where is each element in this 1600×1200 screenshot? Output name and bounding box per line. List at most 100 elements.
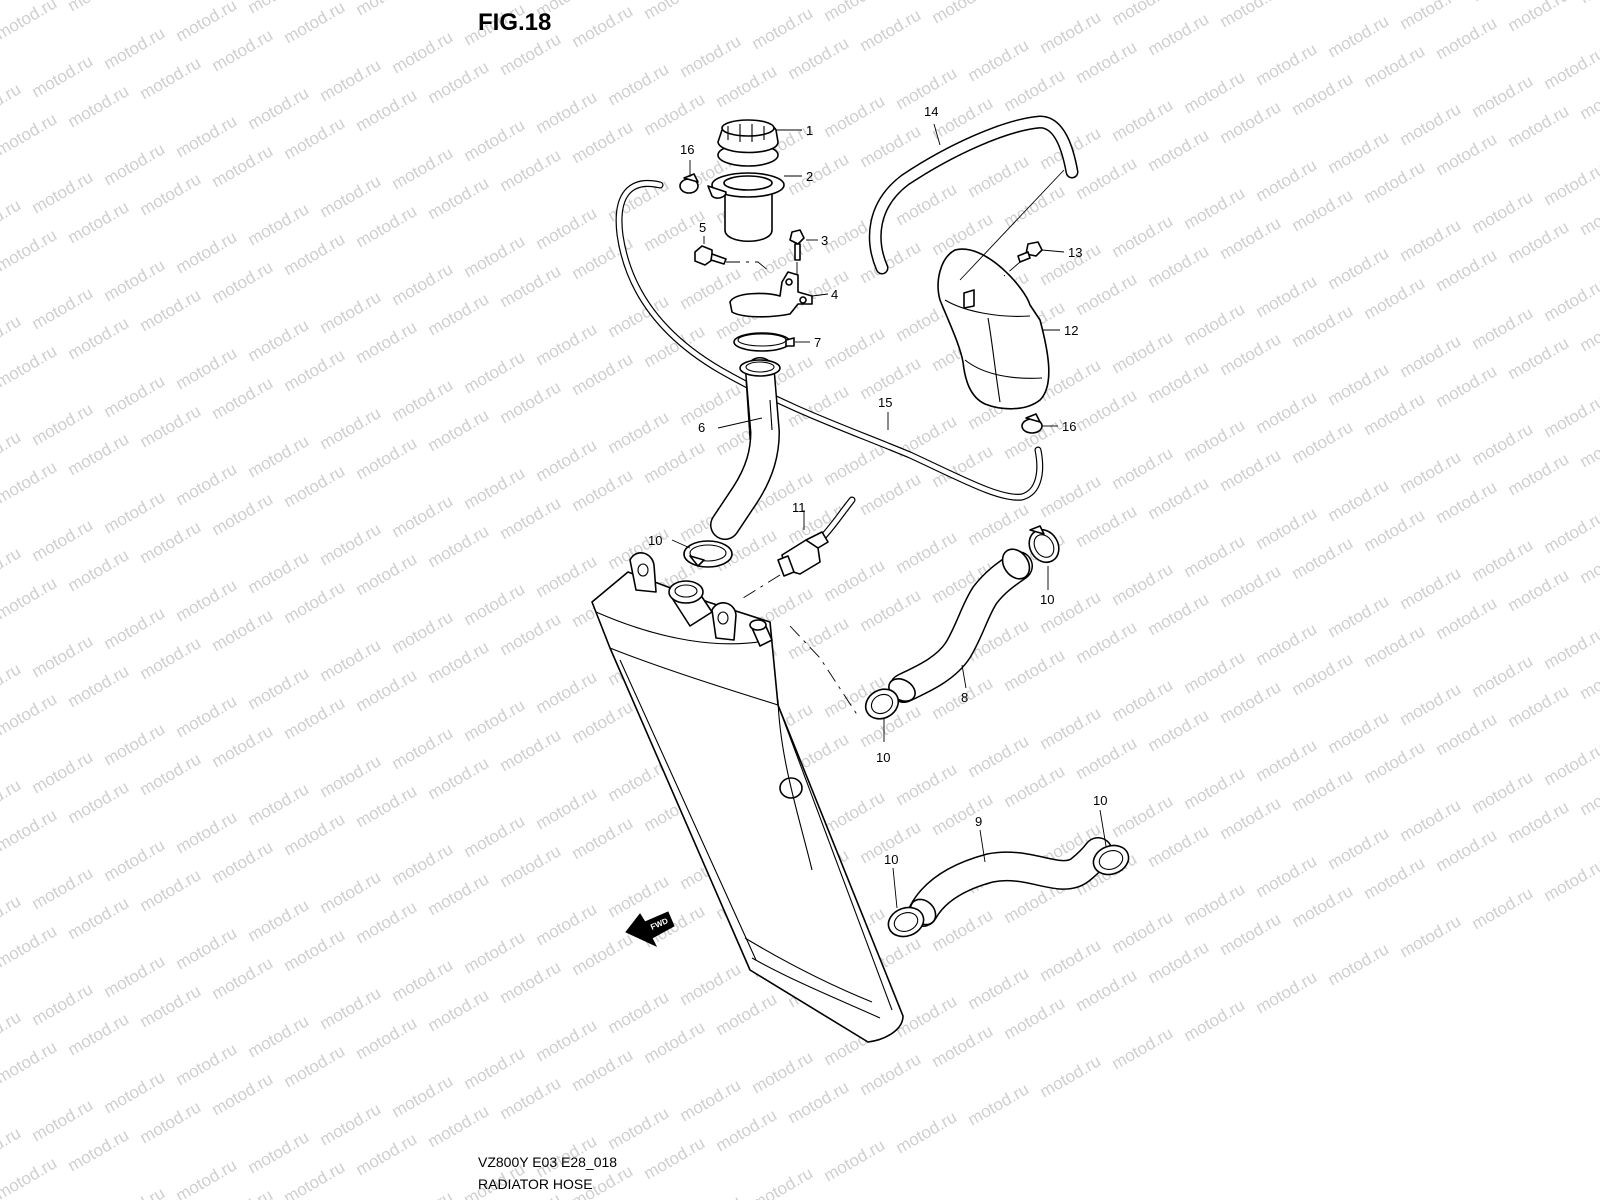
watermark-text: motod.ru — [1217, 909, 1285, 959]
watermark-text: motod.ru — [1433, 129, 1501, 179]
watermark-text: motod.ru — [173, 0, 241, 45]
watermark-text: motod.ru — [1073, 153, 1141, 203]
part-9-hose — [908, 837, 1113, 927]
watermark-text: motod.ru — [821, 439, 889, 489]
watermark-text: motod.ru — [857, 585, 925, 635]
watermark-text: motod.ru — [1577, 73, 1600, 123]
watermark-text: motod.ru — [425, 1101, 493, 1151]
watermark-text: motod.ru — [1145, 821, 1213, 871]
watermark-text: motod.ru — [1001, 645, 1069, 695]
watermark-text: motod.ru — [785, 1077, 853, 1127]
watermark-text: motod.ru — [317, 751, 385, 801]
watermark-text: motod.ru — [281, 925, 349, 975]
watermark-text: motod.ru — [893, 759, 961, 809]
part-2-filler-neck — [707, 172, 785, 242]
watermark-text: motod.ru — [1037, 471, 1105, 521]
watermark-text: motod.ru — [137, 1097, 205, 1147]
watermark-text: motod.ru — [281, 809, 349, 859]
watermark-text: motod.ru — [425, 985, 493, 1035]
callout-16-lower: 16 — [1062, 419, 1076, 434]
watermark-text: motod.ru — [1541, 855, 1600, 905]
watermark-text: motod.ru — [1001, 993, 1069, 1043]
watermark-text: motod.ru — [317, 55, 385, 105]
watermark-text: motod.ru — [0, 1037, 60, 1087]
watermark-text: motod.ru — [1109, 559, 1177, 609]
watermark-text: motod.ru — [497, 493, 565, 543]
watermark-text: motod.ru — [101, 719, 169, 769]
watermark-text: motod.ru — [1253, 39, 1321, 89]
watermark-text: motod.ru — [353, 781, 421, 831]
callout-3: 3 — [821, 233, 828, 248]
watermark-text: motod.ru — [1505, 101, 1573, 151]
watermark-text: motod.ru — [1109, 443, 1177, 493]
watermark-text: motod.ru — [1181, 415, 1249, 465]
watermark-text: motod.ru — [1325, 707, 1393, 757]
watermark-text: motod.ru — [353, 1129, 421, 1179]
watermark-text: motod.ru — [209, 25, 277, 75]
watermark-text: motod.ru — [1289, 649, 1357, 699]
watermark-text: motod.ru — [605, 59, 673, 109]
watermark-text: motod.ru — [1001, 181, 1069, 231]
watermark-text: motod.ru — [101, 487, 169, 537]
watermark-text: motod.ru — [1433, 709, 1501, 759]
watermark-text: motod.ru — [137, 633, 205, 683]
watermark-text: motod.ru — [425, 289, 493, 339]
callout-12: 12 — [1064, 323, 1078, 338]
watermark-text: motod.ru — [1505, 217, 1573, 267]
watermark-text: motod.ru — [569, 117, 637, 167]
watermark-text: motod.ru — [137, 285, 205, 335]
watermark-text: motod.ru — [1361, 737, 1429, 787]
watermark-text: motod.ru — [353, 201, 421, 251]
watermark-text: motod.ru — [1469, 71, 1537, 121]
watermark-text: motod.ru — [1073, 269, 1141, 319]
watermark-text: motod.ru — [1325, 127, 1393, 177]
watermark-text: motod.ru — [209, 721, 277, 771]
watermark-text: motod.ru — [101, 1067, 169, 1117]
watermark-text: motod.ru — [893, 1107, 961, 1157]
watermark-text: motod.ru — [29, 283, 97, 333]
watermark-text: motod.ru — [1325, 591, 1393, 641]
watermark-text: motod.ru — [0, 1123, 24, 1173]
watermark-text: motod.ru — [209, 257, 277, 307]
watermark-text: motod.ru — [929, 789, 997, 839]
watermark-text: motod.ru — [389, 375, 457, 425]
watermark-text: motod.ru — [0, 109, 60, 159]
watermark-text: motod.ru — [209, 1069, 277, 1119]
watermark-text: motod.ru — [1289, 301, 1357, 351]
watermark-text: motod.ru — [1289, 69, 1357, 119]
drawing-caption: RADIATOR HOSE — [478, 1176, 593, 1192]
watermark-text: motod.ru — [1541, 391, 1600, 441]
watermark-text: motod.ru — [1289, 881, 1357, 931]
watermark-text: motod.ru — [101, 835, 169, 885]
watermark-text: motod.ru — [1469, 535, 1537, 585]
watermark-text: motod.ru — [1289, 185, 1357, 235]
watermark-text: motod.ru — [317, 287, 385, 337]
watermark-text: motod.ru — [137, 981, 205, 1031]
watermark-text: motod.ru — [1505, 681, 1573, 731]
watermark-text: motod.ru — [821, 0, 889, 25]
watermark-text: motod.ru — [281, 693, 349, 743]
watermark-text: motod.ru — [209, 953, 277, 1003]
watermark-text: motod.ru — [533, 319, 601, 369]
watermark-text: motod.ru — [1109, 1023, 1177, 1073]
watermark-text: motod.ru — [533, 667, 601, 717]
watermark-text: motod.ru — [605, 1103, 673, 1153]
watermark-text: motod.ru — [1037, 935, 1105, 985]
watermark-text: motod.ru — [1145, 9, 1213, 59]
watermark-text: motod.ru — [0, 775, 24, 825]
watermark-text: motod.ru — [857, 5, 925, 55]
watermark-text: motod.ru — [209, 1185, 277, 1200]
watermark-text: motod.ru — [1289, 417, 1357, 467]
watermark-text: motod.ru — [245, 1011, 313, 1061]
watermark-text: motod.ru — [533, 435, 601, 485]
watermark-text: motod.ru — [1361, 389, 1429, 439]
watermark-text: motod.ru — [0, 457, 60, 507]
watermark-text: motod.ru — [497, 957, 565, 1007]
watermark-text: motod.ru — [1541, 275, 1600, 325]
watermark-text: motod.ru — [1181, 183, 1249, 233]
watermark-text: motod.ru — [65, 777, 133, 827]
watermark-text: motod.ru — [1217, 677, 1285, 727]
watermark-text: motod.ru — [1181, 67, 1249, 117]
watermark-text: motod.ru — [0, 1007, 24, 1057]
callout-13: 13 — [1068, 245, 1082, 260]
